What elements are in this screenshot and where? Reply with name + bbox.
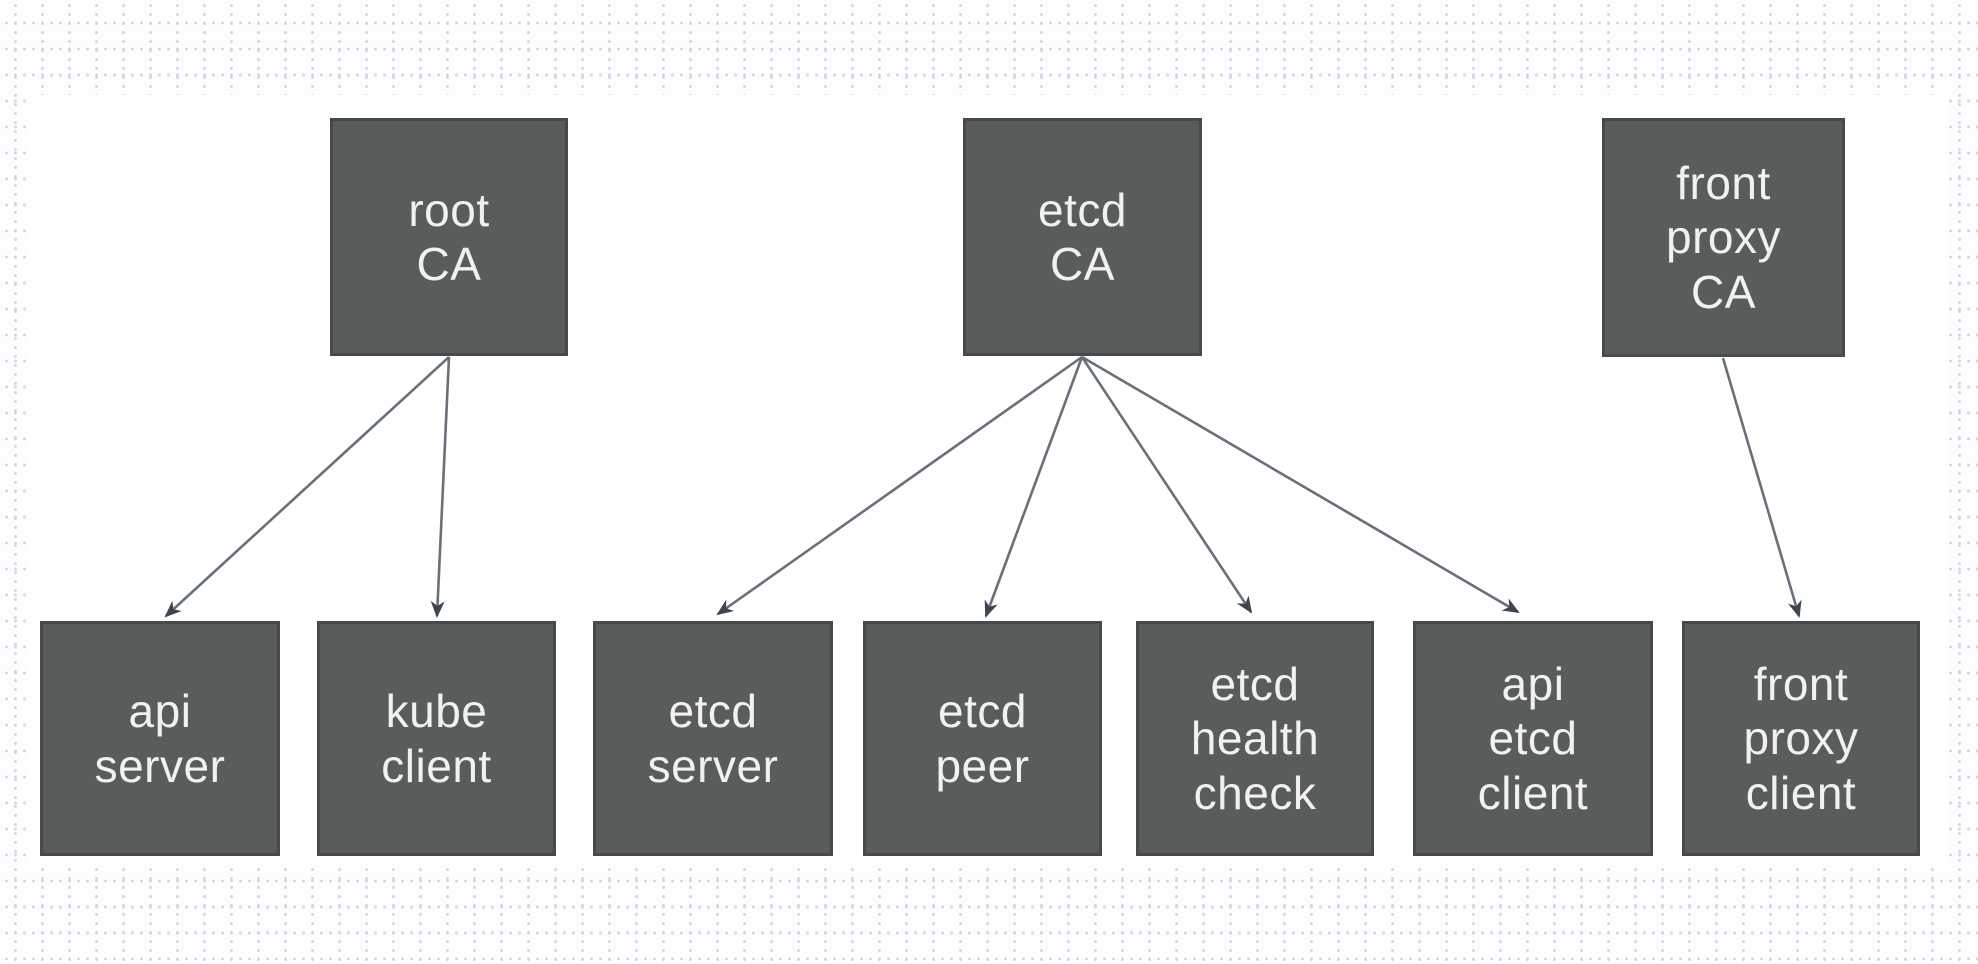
node-kube-client: kube client: [317, 621, 556, 856]
node-api-etcd-client: api etcd client: [1413, 621, 1653, 856]
node-front-proxy-ca: front proxy CA: [1602, 118, 1845, 357]
node-etcd-server: etcd server: [593, 621, 833, 856]
node-root-ca: root CA: [330, 118, 568, 356]
node-etcd-health-check: etcd health check: [1136, 621, 1374, 856]
node-etcd-ca: etcd CA: [963, 118, 1202, 356]
node-front-proxy-client: front proxy client: [1682, 621, 1920, 856]
node-api-server: api server: [40, 621, 280, 856]
node-etcd-peer: etcd peer: [863, 621, 1102, 856]
